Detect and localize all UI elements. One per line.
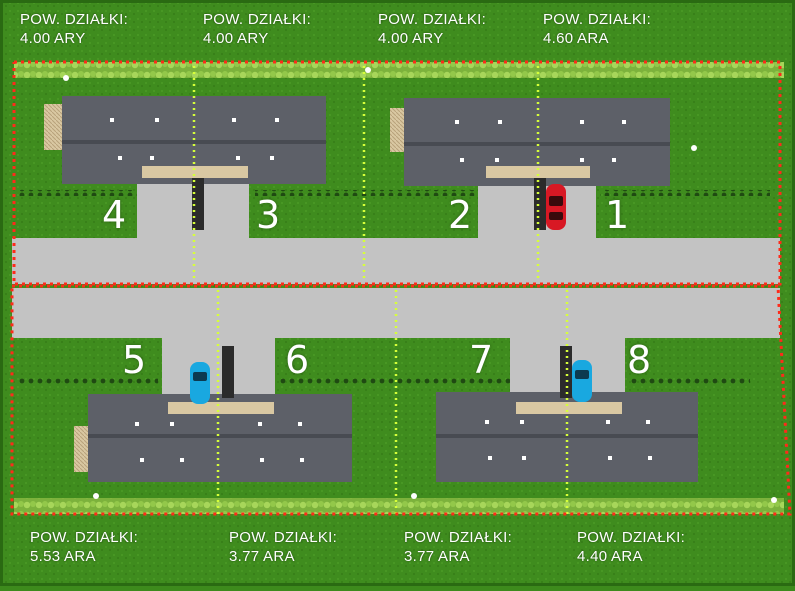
estate-boundary	[10, 60, 792, 516]
house-icon	[390, 98, 670, 230]
plot-area-title: POW. DZIAŁKI:	[543, 11, 652, 28]
shrub-row	[630, 378, 750, 384]
shrub-row	[18, 378, 158, 384]
plot-area-value: 5.53 ARA	[30, 548, 96, 565]
plot-area-title: POW. DZIAŁKI:	[20, 11, 129, 28]
plot-area-title: POW. DZIAŁKI:	[378, 11, 487, 28]
plot-number-7: 7	[469, 338, 494, 382]
plot-area-value: 4.00 ARY	[378, 30, 444, 47]
plot-area-title: POW. DZIAŁKI:	[30, 529, 139, 546]
plot-area-label: POW. DZIAŁKI: 4.00 ARY	[203, 10, 311, 48]
road-upper	[12, 238, 780, 284]
plot-area-title: POW. DZIAŁKI:	[404, 529, 513, 546]
blue-car-icon	[572, 360, 592, 402]
plot-area-value: 4.00 ARY	[20, 30, 86, 47]
plot-number-4: 4	[102, 193, 127, 237]
plot-number-3: 3	[256, 193, 281, 237]
plot-number-2: 2	[448, 193, 473, 237]
hedge-icon	[14, 62, 784, 78]
plot-divider-lines	[192, 66, 569, 514]
lamp-dots	[63, 67, 777, 503]
plot-area-label: POW. DZIAŁKI: 4.60 ARA	[543, 10, 651, 48]
hedge-icon	[14, 498, 784, 514]
plot-area-value: 4.00 ARY	[203, 30, 269, 47]
plot-number-6: 6	[285, 338, 310, 382]
plot-number-8: 8	[627, 338, 652, 382]
red-car-icon	[546, 184, 566, 230]
plot-area-value: 3.77 ARA	[404, 548, 470, 565]
plot-area-value: 4.40 ARA	[577, 548, 643, 565]
house-icon	[74, 346, 352, 482]
plot-area-title: POW. DZIAŁKI:	[229, 529, 338, 546]
road-lower	[12, 288, 780, 338]
blue-car-icon	[190, 362, 210, 404]
plot-area-title: POW. DZIAŁKI:	[203, 11, 312, 28]
plot-area-label: POW. DZIAŁKI: 4.00 ARY	[378, 10, 486, 48]
plot-number-5: 5	[122, 338, 147, 382]
plot-area-label: POW. DZIAŁKI: 4.40 ARA	[577, 528, 685, 566]
plot-area-value: 3.77 ARA	[229, 548, 295, 565]
shrub-row	[18, 190, 138, 196]
plot-area-value: 4.60 ARA	[543, 30, 609, 47]
plot-number-1: 1	[605, 193, 630, 237]
shrub-row	[600, 190, 770, 196]
plot-area-title: POW. DZIAŁKI:	[577, 529, 686, 546]
plot-area-label: POW. DZIAŁKI: 4.00 ARY	[20, 10, 128, 48]
plot-area-label: POW. DZIAŁKI: 3.77 ARA	[229, 528, 337, 566]
plot-area-label: POW. DZIAŁKI: 5.53 ARA	[30, 528, 138, 566]
plot-area-label: POW. DZIAŁKI: 3.77 ARA	[404, 528, 512, 566]
